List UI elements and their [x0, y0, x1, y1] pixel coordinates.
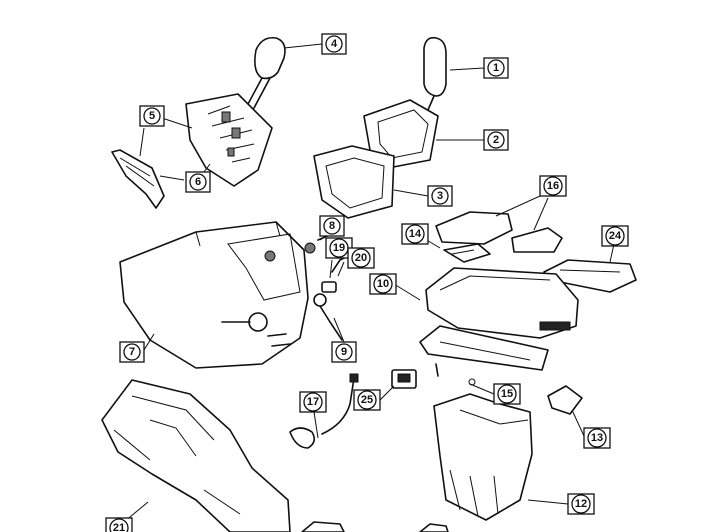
part-14-latch-bracket [443, 243, 491, 263]
callout-8: 8 [319, 215, 345, 237]
part-5-6-shifter-bezel [111, 93, 273, 209]
callout-2: 2 [483, 129, 509, 151]
part-25-switch [391, 369, 417, 389]
callout-12-label: 12 [575, 498, 587, 510]
callout-25-label: 25 [361, 394, 373, 406]
callout-12: 12 [567, 493, 595, 515]
callout-24-label: 24 [609, 230, 622, 242]
callout-15: 15 [493, 383, 521, 405]
callout-24: 24 [601, 225, 629, 247]
callout-17: 17 [299, 391, 327, 413]
callout-10-label: 10 [377, 278, 389, 290]
part-12-storage-bin [433, 393, 533, 521]
callout-10: 10 [369, 273, 397, 295]
callout-19-label: 19 [333, 242, 345, 254]
callout-15-label: 15 [501, 388, 513, 400]
callout-20-label: 20 [355, 252, 367, 264]
callout-9: 9 [331, 341, 357, 363]
callout-16: 16 [539, 175, 567, 197]
callout-7: 7 [119, 341, 145, 363]
callout-4-label: 4 [331, 38, 338, 50]
part-17-wiring-harness [289, 373, 359, 449]
callout-6-label: 6 [195, 176, 201, 188]
callout-16-label: 16 [547, 180, 559, 192]
callout-7-label: 7 [129, 346, 135, 358]
callout-3: 3 [427, 185, 453, 207]
part-10-armrest [425, 267, 579, 339]
callout-8-label: 8 [329, 220, 335, 232]
callout-1: 1 [483, 57, 509, 79]
callout-9-label: 9 [341, 346, 347, 358]
callout-21-label: 21 [113, 522, 125, 532]
part-7-console-housing [119, 221, 309, 369]
part-15-clip [435, 363, 476, 386]
part-console-base-rail [419, 325, 549, 371]
callout-14: 14 [401, 223, 429, 245]
callout-17-label: 17 [307, 396, 319, 408]
callout-14-label: 14 [409, 228, 422, 240]
part-21-console-frame [101, 379, 449, 532]
callout-5-label: 5 [149, 110, 155, 122]
part-3-bezel-plate [313, 145, 395, 219]
callout-25: 25 [353, 389, 381, 411]
part-13-bracket [547, 385, 583, 415]
callout-1-label: 1 [493, 62, 499, 74]
callout-20: 20 [347, 247, 375, 269]
callout-4: 4 [321, 33, 347, 55]
callout-13-label: 13 [591, 432, 603, 444]
callout-13: 13 [583, 427, 611, 449]
part-16-armrest-lid [435, 211, 563, 253]
callout-6: 6 [185, 171, 211, 193]
callout-2-label: 2 [493, 134, 499, 146]
callout-21: 21 [105, 517, 133, 532]
part-4-shift-knob [247, 36, 286, 109]
callout-3-label: 3 [437, 190, 443, 202]
callout-5: 5 [139, 105, 165, 127]
part-1-shift-knob [423, 36, 447, 111]
